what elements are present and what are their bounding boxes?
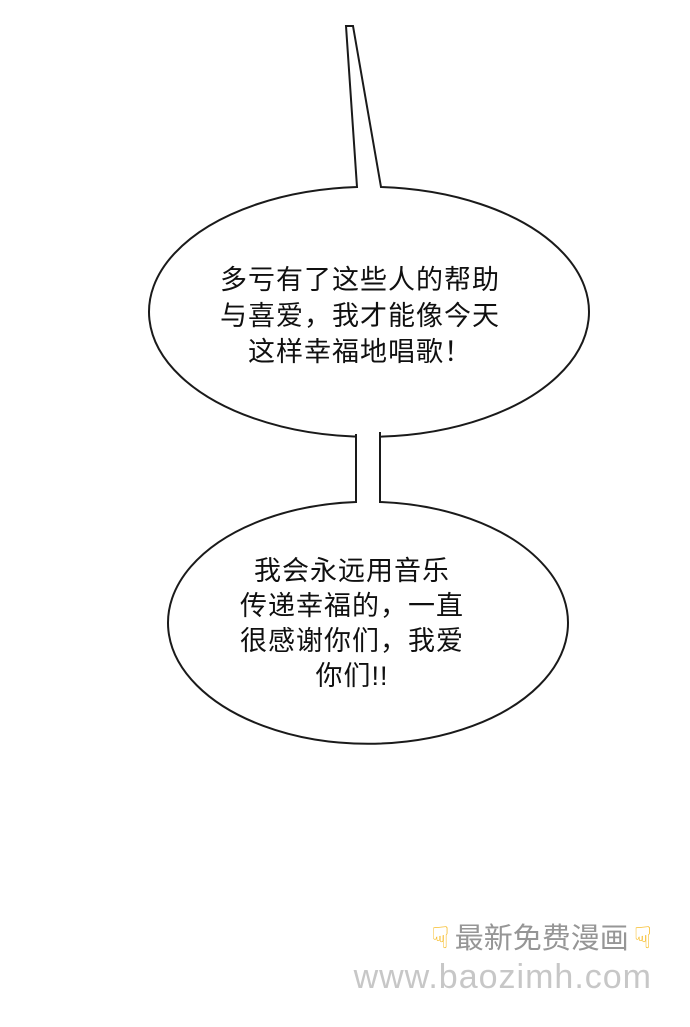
speech-line: 你们!!: [315, 661, 389, 691]
speech-bubble-1-outline: [148, 25, 590, 438]
speech-line: 与喜爱，我才能像今天: [220, 301, 500, 331]
speech-line: 这样幸福地唱歌！: [248, 337, 472, 367]
speech-bubble-1-text: 多亏有了这些人的帮助 与喜爱，我才能像今天 这样幸福地唱歌！: [220, 262, 500, 370]
pointing-down-icon: ☟: [633, 922, 652, 955]
watermark: ☟ 最新免费漫画 ☟ www.baozimh.com: [354, 922, 652, 996]
speech-line: 传递幸福的，一直: [240, 591, 464, 621]
speech-bubble-2-outline: [167, 432, 569, 745]
watermark-promo: ☟ 最新免费漫画 ☟: [354, 922, 652, 956]
speech-bubble-2-text: 我会永远用音乐 传递幸福的，一直 很感谢你们，我爱 你们!!: [240, 554, 464, 694]
pointing-down-icon: ☟: [431, 922, 450, 955]
speech-line: 多亏有了这些人的帮助: [220, 265, 500, 295]
watermark-url: www.baozimh.com: [353, 958, 652, 996]
watermark-promo-text: 最新免费漫画: [454, 923, 629, 955]
speech-line: 我会永远用音乐: [254, 556, 450, 586]
speech-line: 很感谢你们，我爱: [240, 626, 464, 656]
